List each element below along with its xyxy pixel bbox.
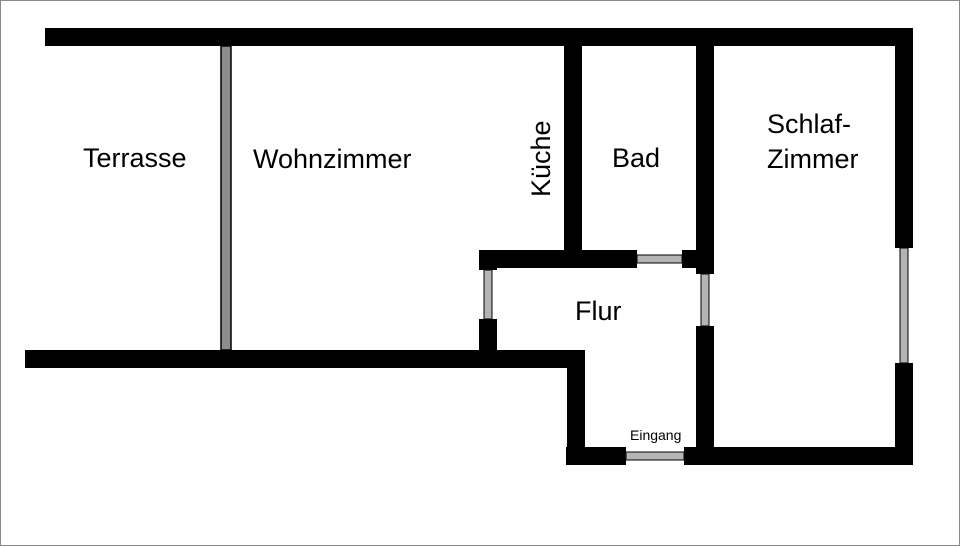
wall-hall-left-lower-stub: [479, 319, 497, 350]
wall-hall-top: [479, 250, 637, 268]
wall-hall-top-stub: [682, 250, 702, 268]
openings: [220, 45, 909, 461]
wall-bottom-right: [684, 447, 913, 465]
wall-right-upper: [895, 28, 913, 248]
label-bad: Bad: [612, 143, 660, 173]
terrace-door: [220, 45, 232, 351]
bedroom-window: [899, 247, 909, 364]
wall-hall-left-lower: [567, 350, 585, 465]
room-labels: Terrasse Wohnzimmer Küche Bad Schlaf- Zi…: [83, 109, 858, 443]
bath-door: [636, 254, 683, 264]
label-wohnzimmer: Wohnzimmer: [253, 144, 412, 174]
label-kueche: Küche: [526, 120, 556, 197]
label-eingang: Eingang: [630, 427, 681, 443]
entrance-door: [625, 451, 685, 461]
wall-hall-left-upper-stub: [479, 250, 497, 270]
wall-top: [45, 28, 911, 46]
bedroom-door: [700, 273, 710, 327]
wall-bath-right: [696, 46, 714, 274]
wall-right-lower: [895, 363, 913, 465]
wall-living-bottom: [25, 350, 585, 368]
label-schlafzimmer-line1: Schlaf-: [767, 109, 851, 139]
label-flur: Flur: [575, 296, 622, 326]
label-terrasse: Terrasse: [83, 143, 187, 173]
walls: [25, 28, 913, 465]
wall-bedroom-left-lower: [696, 326, 714, 465]
label-schlafzimmer-line2: Zimmer: [767, 144, 858, 174]
wall-kitchen-divider: [564, 46, 582, 268]
hall-left-door: [483, 269, 493, 320]
